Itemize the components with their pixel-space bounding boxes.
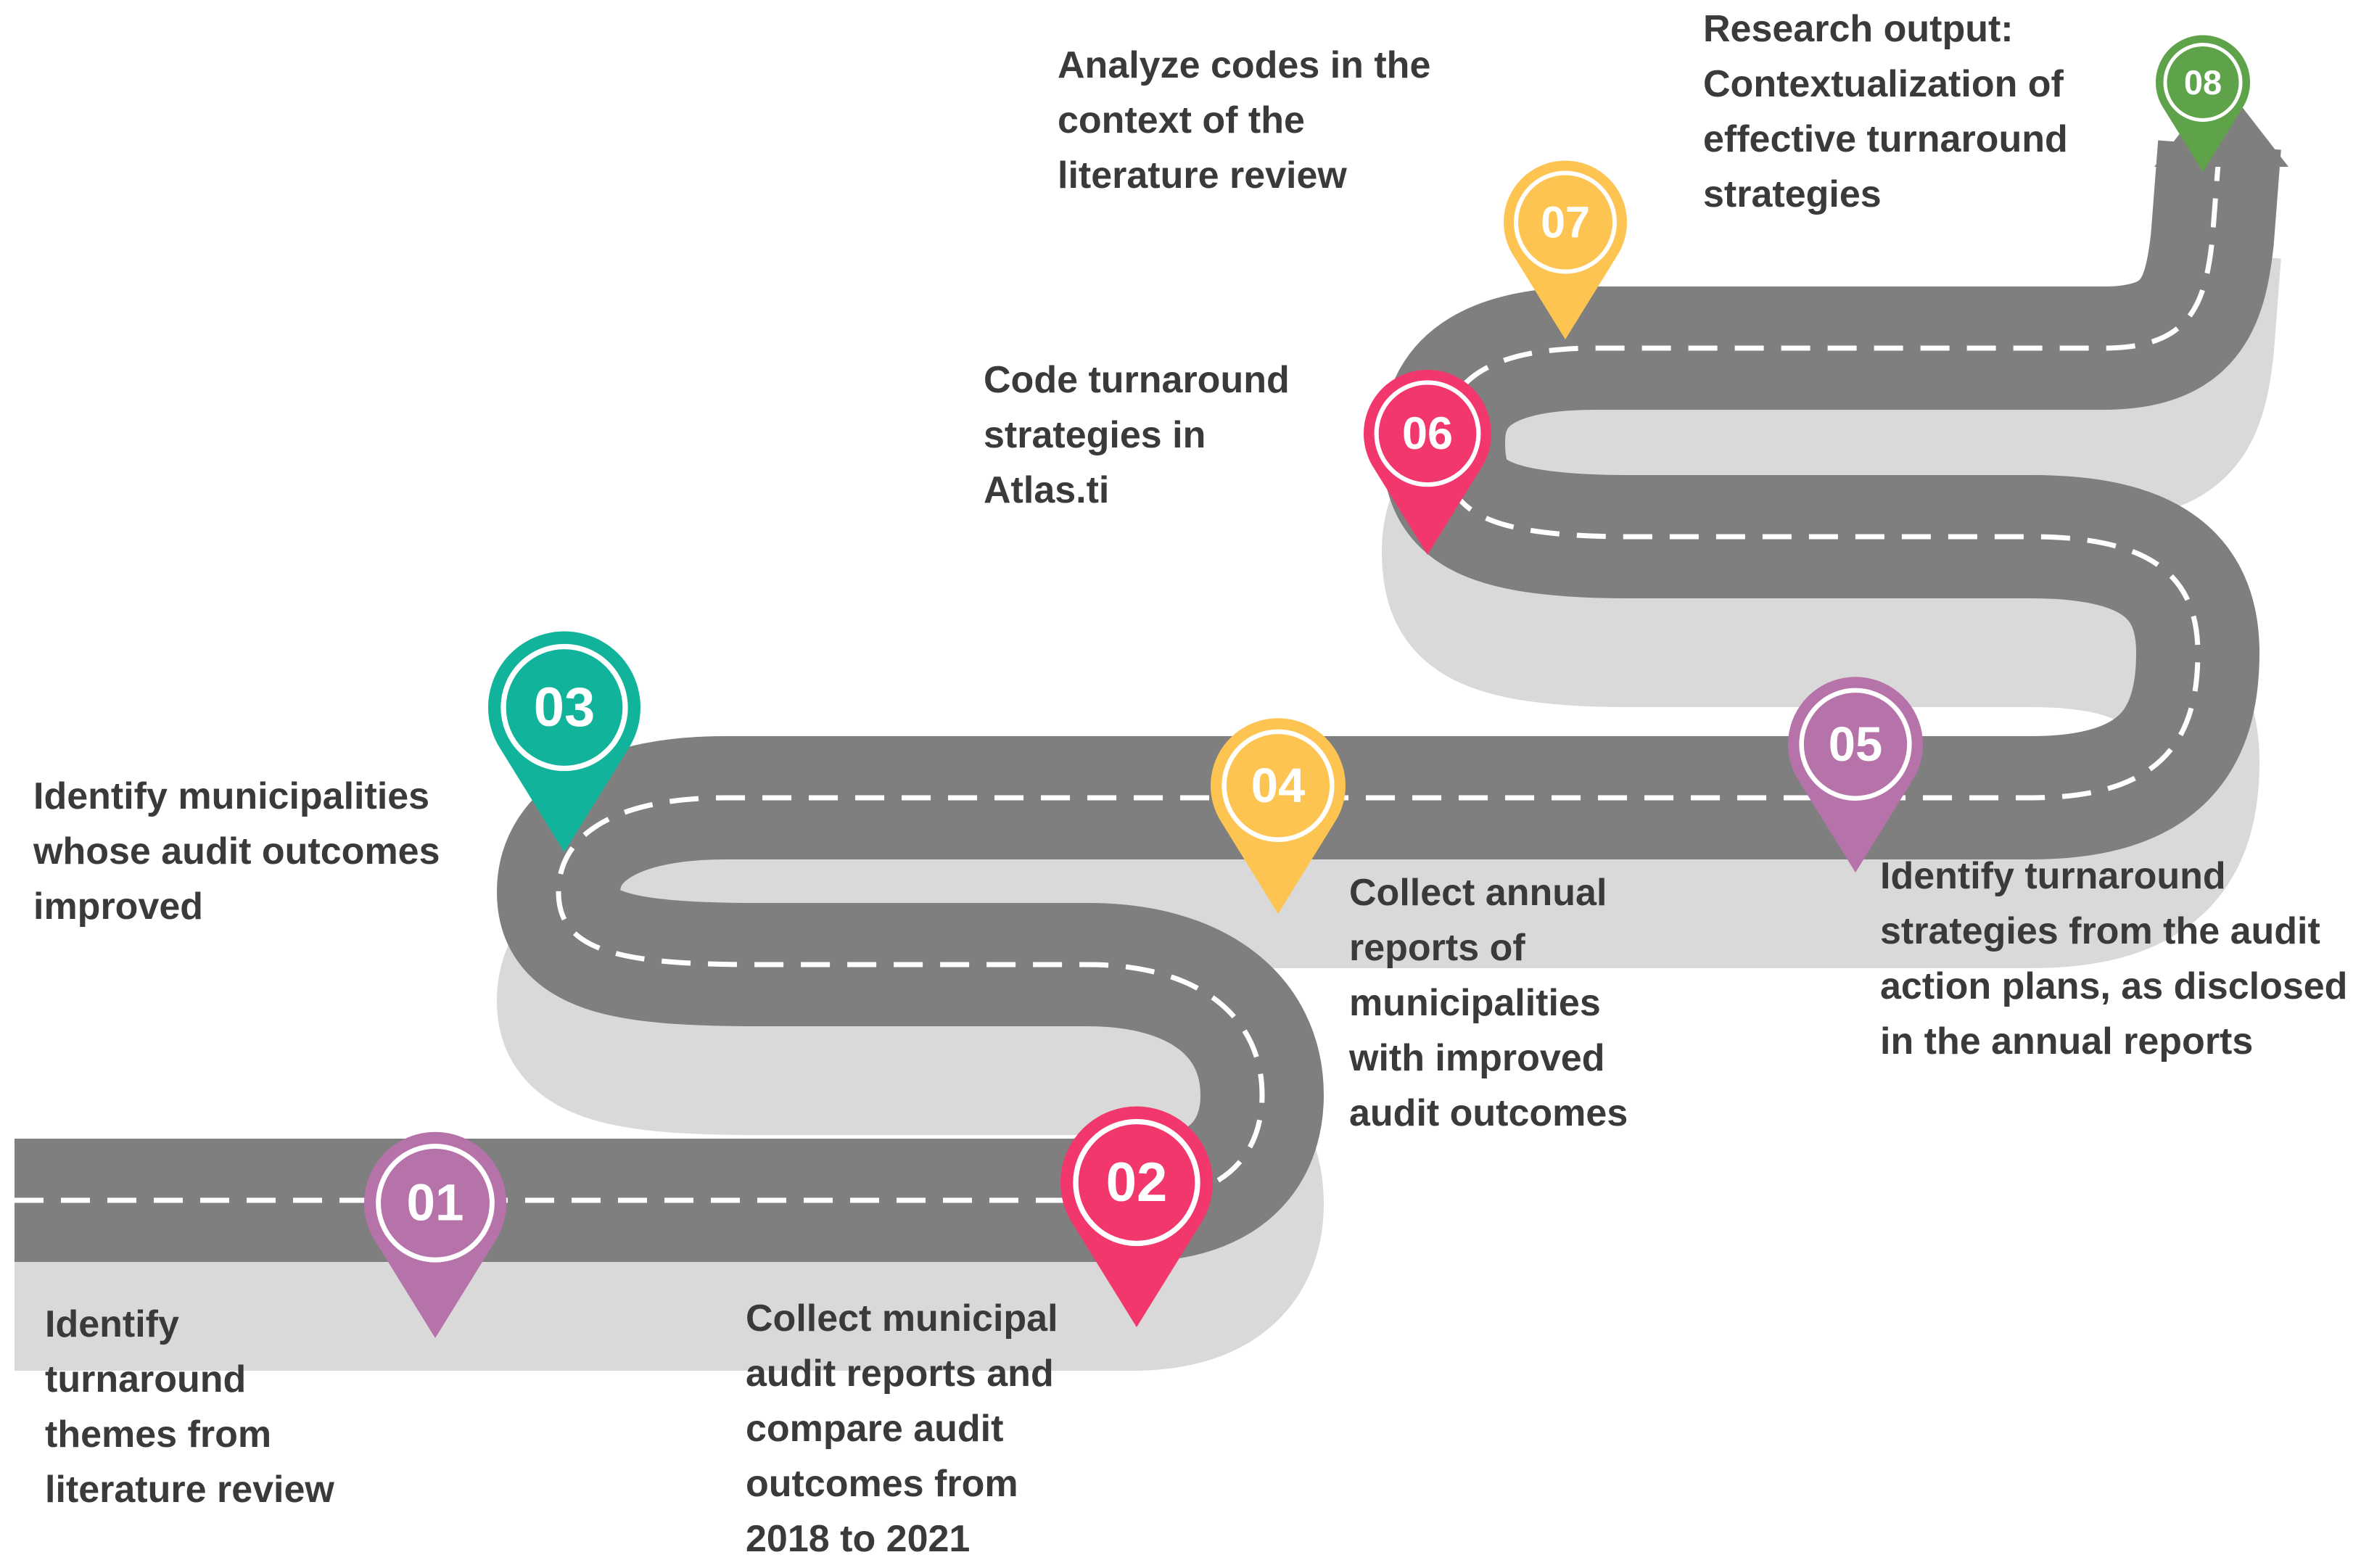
step-07-text: Analyze codes in the context of the lite… (1058, 44, 1431, 197)
step-07-pin: 07 (1504, 160, 1627, 339)
step-03-text: Identify municipalities whose audit outc… (33, 775, 440, 928)
step-04-pin: 04 (1211, 718, 1346, 914)
pin-head-ring (1799, 688, 1912, 801)
pin-head-ring (1221, 729, 1335, 842)
pin-head-ring (1374, 380, 1481, 487)
lane-divider (15, 144, 2222, 1203)
step-05-text: Identify turnaround strategies from the … (1880, 855, 2348, 1062)
pin-head-ring (500, 643, 628, 772)
step-01-number: 01 (407, 1174, 464, 1231)
step-03-number: 03 (534, 677, 596, 738)
step-03-pin: 03 (488, 631, 640, 852)
pin-head-ring (1073, 1118, 1200, 1247)
step-02-text: Collect municipal audit reports and comp… (746, 1297, 1058, 1560)
step-05-pin: 05 (1787, 677, 1923, 872)
step-08-pin: 08 (2156, 35, 2250, 172)
step-05-number: 05 (1829, 717, 1883, 772)
pin-head-ring (376, 1143, 495, 1263)
step-08-number: 08 (2184, 63, 2222, 102)
pin-head-ring (1514, 170, 1617, 274)
step-04-number: 04 (1251, 759, 1306, 813)
step-01-text: Identify turnaround themes from literatu… (45, 1303, 334, 1511)
step-07-number: 07 (1541, 198, 1590, 247)
step-06-pin: 06 (1364, 369, 1491, 555)
pin-head-ring (2163, 43, 2243, 122)
step-08-text: Research output: Contextualization of ef… (1703, 8, 2068, 215)
step-01-pin: 01 (364, 1131, 506, 1338)
step-02-pin: 02 (1060, 1106, 1213, 1327)
step-06-number: 06 (1402, 408, 1453, 459)
lane-dash-line (15, 144, 2222, 1203)
step-02-number: 02 (1106, 1152, 1168, 1213)
step-06-text: Code turnaround strategies in Atlas.ti (984, 359, 1290, 511)
step-markers: 01 02 03 04 05 06 07 08 (364, 35, 2250, 1338)
step-04-text: Collect annual reports of municipalities… (1349, 872, 1628, 1134)
